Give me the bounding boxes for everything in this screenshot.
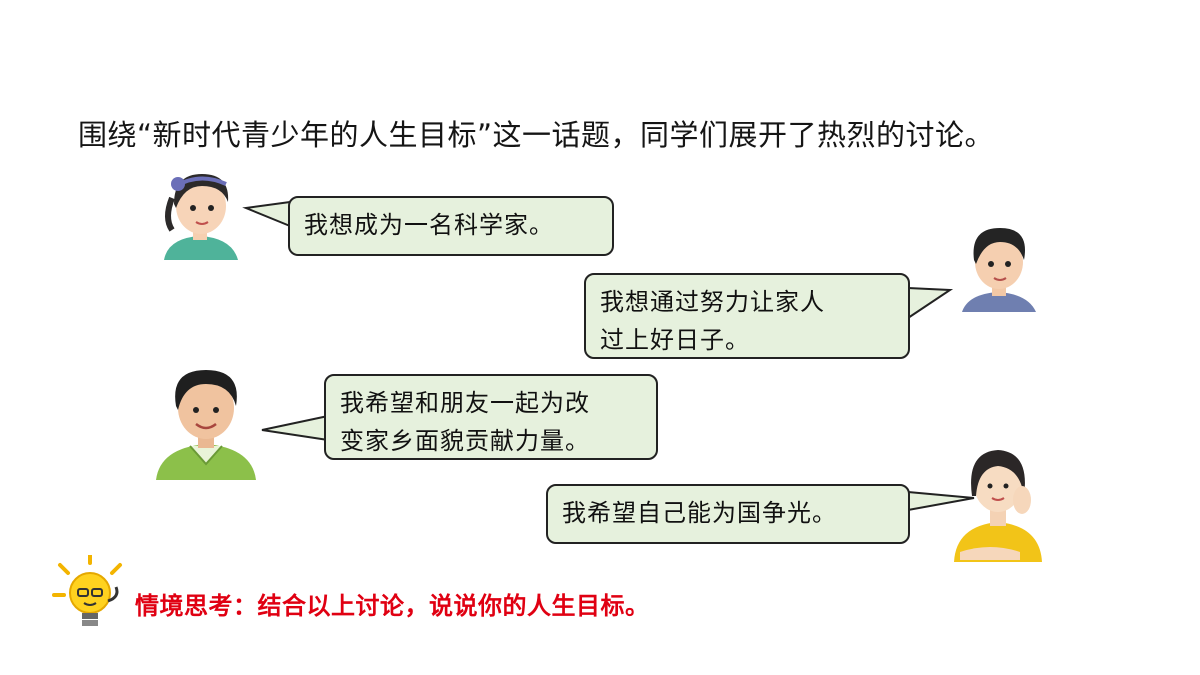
- boy-green-jacket-avatar: [156, 370, 256, 480]
- speech-bubble-4: 我希望自己能为国争光。: [546, 484, 910, 544]
- speech-bubble-3: 我希望和朋友一起为改 变家乡面貌贡献力量。: [324, 374, 658, 460]
- bubble-tail-2: [907, 287, 954, 319]
- bubble-tail-3: [261, 415, 329, 441]
- bubble-tail-1: [242, 201, 291, 227]
- speech-bubble-2: 我想通过努力让家人 过上好日子。: [584, 273, 910, 359]
- girl-headband-avatar: [164, 174, 238, 260]
- speech-text-1: 我想成为一名科学家。: [304, 211, 554, 239]
- speech-text-2-line2: 过上好日子。: [600, 326, 750, 354]
- bubble-tail-4: [907, 491, 975, 511]
- speech-bubble-1: 我想成为一名科学家。: [288, 196, 614, 256]
- speech-text-3-line1: 我希望和朋友一起为改: [340, 389, 590, 417]
- intro-text: 围绕“新时代青少年的人生目标”这一话题，同学们展开了热烈的讨论。: [78, 118, 995, 152]
- speech-text-4: 我希望自己能为国争光。: [562, 499, 837, 527]
- speech-text-3-line2: 变家乡面貌贡献力量。: [340, 427, 590, 455]
- speech-text-2-line1: 我想通过努力让家人: [600, 288, 825, 316]
- thinking-prompt: 情境思考：结合以上讨论，说说你的人生目标。: [135, 592, 650, 620]
- girl-yellow-shirt-avatar: [954, 450, 1042, 562]
- boy-short-hair-avatar: [962, 228, 1036, 312]
- lightbulb-icon: [52, 555, 122, 626]
